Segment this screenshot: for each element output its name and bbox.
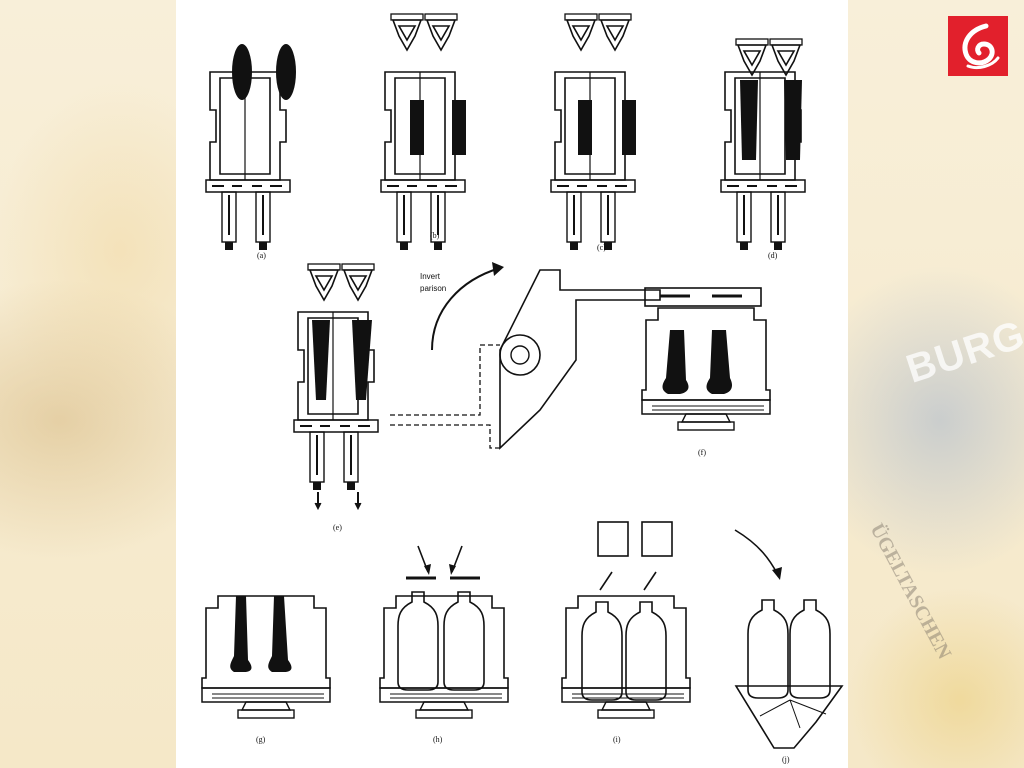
- label-i: (i): [613, 735, 621, 744]
- stage-h-blow: [379, 545, 509, 719]
- label-c: (c): [597, 243, 606, 252]
- stage-b-injection: [380, 13, 466, 251]
- label-e: (e): [333, 523, 342, 532]
- label-b: (b): [430, 231, 440, 240]
- invert-arrow-icon: [431, 267, 501, 351]
- stage-i-release: [561, 521, 691, 719]
- transfer-arm: [390, 269, 661, 450]
- label-h: (h): [433, 735, 443, 744]
- stage-f-blow-mold: [641, 287, 771, 431]
- stage-c-injection: [550, 13, 636, 251]
- stage-labels: (a) (b) (c) (d) (e) (f) (g) (h) (i) (j): [256, 231, 790, 764]
- invert-note-line2: parison: [420, 284, 446, 293]
- stage-j-eject: [734, 529, 844, 749]
- stage-e-parison: [293, 263, 379, 511]
- stage-a-injection: [205, 44, 296, 251]
- label-j: (j): [782, 755, 790, 764]
- label-g: (g): [256, 735, 266, 744]
- label-f: (f): [698, 448, 706, 457]
- label-a: (a): [257, 251, 266, 260]
- stage-d-injection: [720, 38, 806, 251]
- diagram-panel: [176, 0, 848, 768]
- stage-g-blow: [201, 595, 331, 719]
- swirl-logo-icon: [948, 16, 1008, 76]
- label-d: (d): [768, 251, 778, 260]
- invert-note-line1: Invert: [420, 272, 441, 281]
